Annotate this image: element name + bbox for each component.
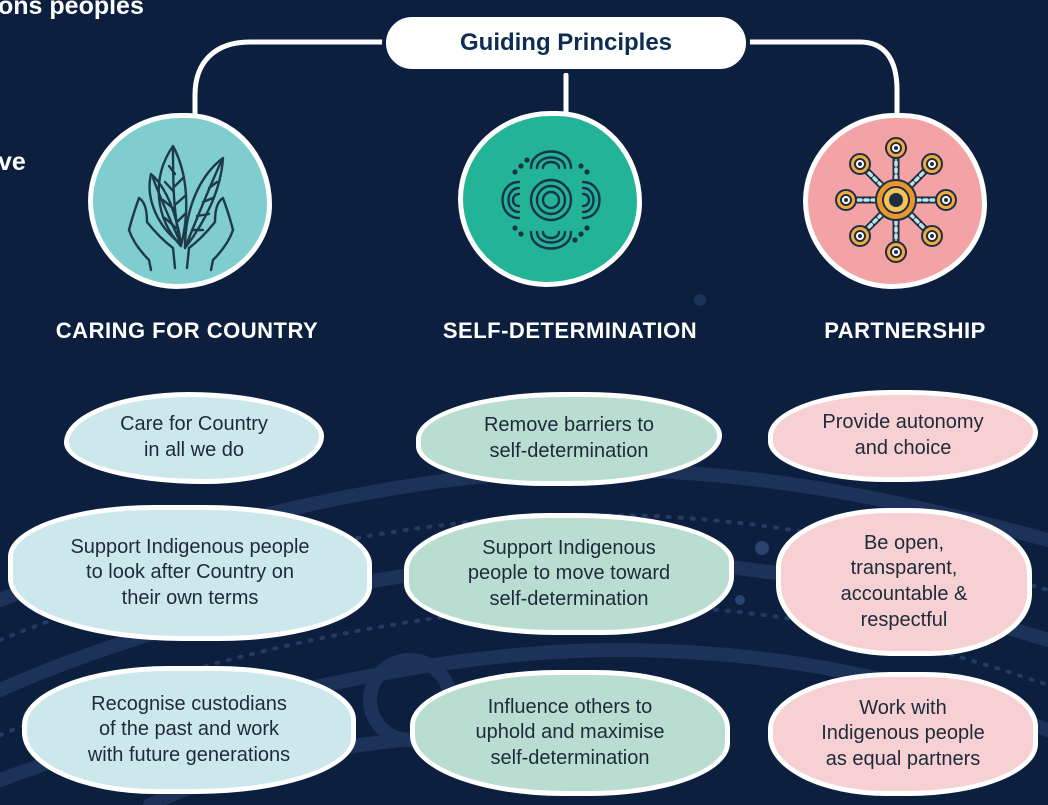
connected-circles-network-icon xyxy=(835,137,957,263)
caring-principle-1: Care for Country in all we do xyxy=(64,392,324,484)
partnership-icon-circle xyxy=(803,113,987,289)
caring-principle-3: Recognise custodians of the past and wor… xyxy=(22,666,356,794)
partnership-principle-2: Be open, transparent, accountable & resp… xyxy=(776,508,1032,656)
caring-for-country-icon-circle xyxy=(88,113,272,289)
aboriginal-meeting-place-icon xyxy=(501,150,601,250)
column-title-self-determination: SELF-DETERMINATION xyxy=(442,318,698,343)
column-title-partnership: PARTNERSHIP xyxy=(824,318,986,343)
hands-holding-leaves-icon xyxy=(127,144,235,272)
guiding-principles-title: Guiding Principles xyxy=(382,13,750,73)
self-determination-icon-circle xyxy=(458,111,642,287)
column-title-caring-for-country: CARING FOR COUNTRY xyxy=(55,318,319,343)
cropped-heading-fragment: ve xyxy=(0,148,26,176)
connector-right xyxy=(743,39,900,121)
self-determination-principle-3: Influence others to uphold and maximise … xyxy=(410,670,730,796)
cropped-heading-text: ons peoples xyxy=(0,0,144,20)
partnership-principle-3: Work with Indigenous people as equal par… xyxy=(768,672,1038,796)
self-determination-principle-2: Support Indigenous people to move toward… xyxy=(404,513,734,635)
caring-principle-2: Support Indigenous people to look after … xyxy=(8,505,372,641)
self-determination-principle-1: Remove barriers to self-determination xyxy=(416,392,722,486)
connector-left xyxy=(192,39,389,121)
partnership-principle-1: Provide autonomy and choice xyxy=(768,390,1038,482)
